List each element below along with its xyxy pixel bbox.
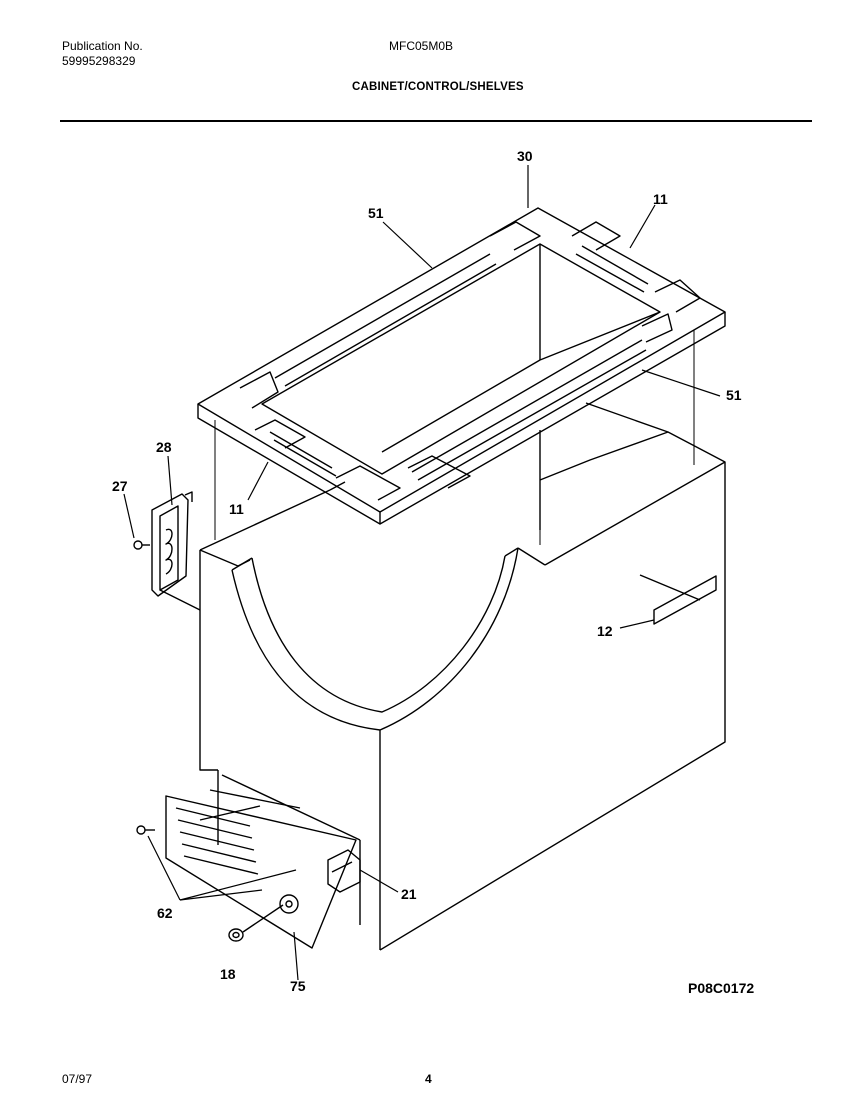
- callout-51-top: 51: [368, 205, 384, 221]
- header-rule: [60, 120, 812, 122]
- callout-27: 27: [112, 478, 128, 494]
- hinge-assembly: [133, 491, 201, 611]
- publication-label: Publication No.: [62, 39, 143, 53]
- screws-and-knob: [136, 825, 284, 942]
- breaker-frame: [197, 207, 726, 525]
- callout-11-top: 11: [653, 191, 668, 207]
- revision-date: 07/97: [62, 1072, 93, 1086]
- callout-51-right: 51: [726, 387, 742, 403]
- callout-30: 30: [517, 148, 533, 164]
- name-plate: [639, 574, 717, 625]
- section-title: CABINET/CONTROL/SHELVES: [352, 81, 524, 93]
- callout-28: 28: [156, 439, 172, 455]
- model-number: MFC05M0B: [389, 39, 454, 53]
- callout-21: 21: [401, 886, 417, 902]
- cabinet: [199, 402, 726, 951]
- leader-lines: [123, 165, 721, 981]
- publication-number: 59995298329: [62, 54, 136, 68]
- alignment-lines: [214, 330, 695, 545]
- callout-18: 18: [220, 966, 236, 982]
- page-number: 4: [425, 1072, 432, 1086]
- toe-grille: [165, 770, 361, 949]
- callout-11-left: 11: [229, 501, 244, 517]
- temperature-control: [327, 849, 361, 893]
- callout-62: 62: [157, 905, 173, 921]
- figure-code: P08C0172: [688, 980, 755, 996]
- callout-12: 12: [597, 623, 613, 639]
- callout-75: 75: [290, 978, 306, 994]
